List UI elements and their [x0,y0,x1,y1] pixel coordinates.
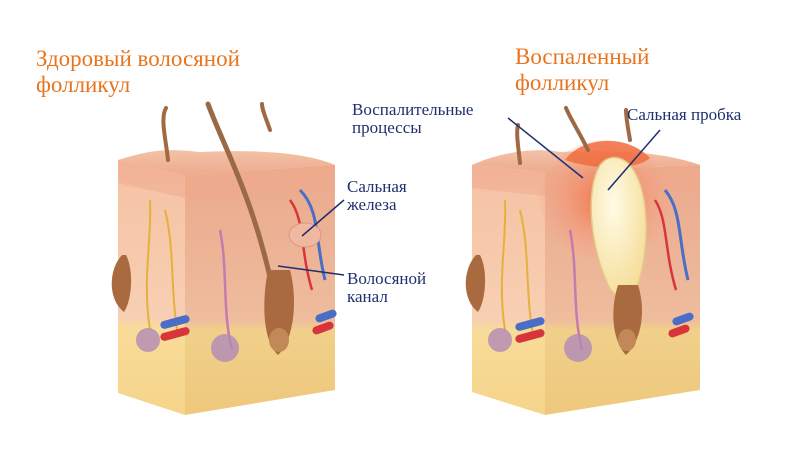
inflamed-skin-block [465,106,700,415]
healthy-skin-block [111,101,345,415]
sebaceous-gland-label: Сальная железа [347,177,407,214]
inflamed-follicle-title: Воспаленный фолликул [515,44,650,95]
inflammatory-processes-label: Воспалительные процессы [352,100,474,137]
sebum-plug-label: Сальная пробка [627,105,742,124]
hair-canal-label: Волосяной канал [347,269,427,306]
healthy-follicle-title: Здоровый волосяной фолликул [36,46,240,97]
